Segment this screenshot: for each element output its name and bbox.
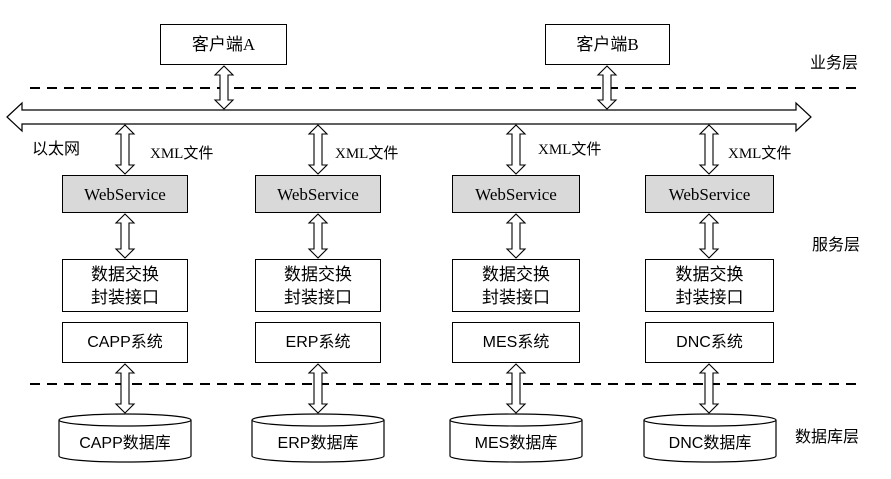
- client-b-box: 客户端B: [545, 24, 670, 65]
- bus-webservice-arrow-2: [307, 124, 329, 175]
- interface-line1-3: 数据交换: [482, 264, 550, 284]
- client-a-arrow: [213, 65, 235, 110]
- interface-line2-4: 封装接口: [675, 287, 744, 307]
- webservice-label-1: WebService: [84, 184, 166, 204]
- system-label-4: DNC系统: [676, 334, 743, 351]
- interface-box-3: 数据交换封装接口: [452, 259, 580, 312]
- system-box-4: DNC系统: [645, 322, 774, 363]
- ethernet-bus: [6, 101, 812, 133]
- xml-file-label-3: XML文件: [538, 142, 602, 158]
- webservice-label-3: WebService: [475, 184, 557, 204]
- bus-webservice-arrow-1: [114, 124, 136, 175]
- bus-webservice-arrow-4: [698, 124, 720, 175]
- ethernet-label: 以太网: [32, 141, 81, 158]
- connector-arrows: [114, 65, 720, 414]
- xml-file-label-4: XML文件: [728, 146, 792, 162]
- webservice-label-2: WebService: [277, 184, 359, 204]
- database-cylinder-3: [449, 413, 583, 463]
- service-layer-label: 服务层: [812, 237, 861, 254]
- database-label-2: ERP数据库: [277, 435, 359, 452]
- webservice-label-4: WebService: [668, 184, 751, 204]
- webservice-box-1: WebService: [62, 175, 188, 213]
- client-b-label: 客户端B: [576, 35, 639, 54]
- database-label-3: MES数据库: [474, 435, 558, 452]
- interface-box-1: 数据交换封装接口: [62, 259, 188, 312]
- database-cylinder-4: [643, 413, 777, 463]
- webservice-box-3: WebService: [452, 175, 580, 213]
- client-b-arrow: [596, 65, 618, 110]
- xml-file-label-2: XML文件: [335, 146, 399, 162]
- system-box-3: MES系统: [452, 322, 580, 363]
- webservice-box-2: WebService: [255, 175, 381, 213]
- database-label-4: DNC数据库: [668, 435, 752, 452]
- system-box-1: CAPP系统: [62, 322, 188, 363]
- business-layer-label: 业务层: [810, 55, 859, 72]
- interface-line2-1: 封装接口: [91, 287, 159, 307]
- interface-line2-3: 封装接口: [482, 287, 550, 307]
- system-label-3: MES系统: [482, 334, 550, 351]
- webservice-interface-arrow-4: [698, 213, 720, 259]
- interface-line1-1: 数据交换: [91, 264, 159, 284]
- interface-box-4: 数据交换封装接口: [645, 259, 774, 312]
- system-box-2: ERP系统: [255, 322, 381, 363]
- system-database-arrow-3: [505, 363, 527, 414]
- system-label-2: ERP系统: [285, 334, 351, 351]
- client-a-label: 客户端A: [191, 35, 256, 54]
- bus-webservice-arrow-3: [505, 124, 527, 175]
- webservice-box-4: WebService: [645, 175, 774, 213]
- system-database-arrow-4: [698, 363, 720, 414]
- system-database-arrow-1: [114, 363, 136, 414]
- webservice-interface-arrow-3: [505, 213, 527, 259]
- webservice-interface-arrow-1: [114, 213, 136, 259]
- client-a-box: 客户端A: [160, 24, 287, 65]
- database-cylinder-2: [251, 413, 385, 463]
- interface-line2-2: 封装接口: [284, 287, 352, 307]
- database-cylinder-1: [58, 413, 192, 463]
- database-label-1: CAPP数据库: [79, 435, 171, 452]
- interface-line1-4: 数据交换: [675, 264, 744, 284]
- webservice-interface-arrow-2: [307, 213, 329, 259]
- interface-box-2: 数据交换封装接口: [255, 259, 381, 312]
- system-label-1: CAPP系统: [87, 334, 163, 351]
- system-database-arrow-2: [307, 363, 329, 414]
- database-layer-label: 数据库层: [795, 429, 860, 446]
- interface-line1-2: 数据交换: [284, 264, 352, 284]
- xml-file-label-1: XML文件: [150, 146, 214, 162]
